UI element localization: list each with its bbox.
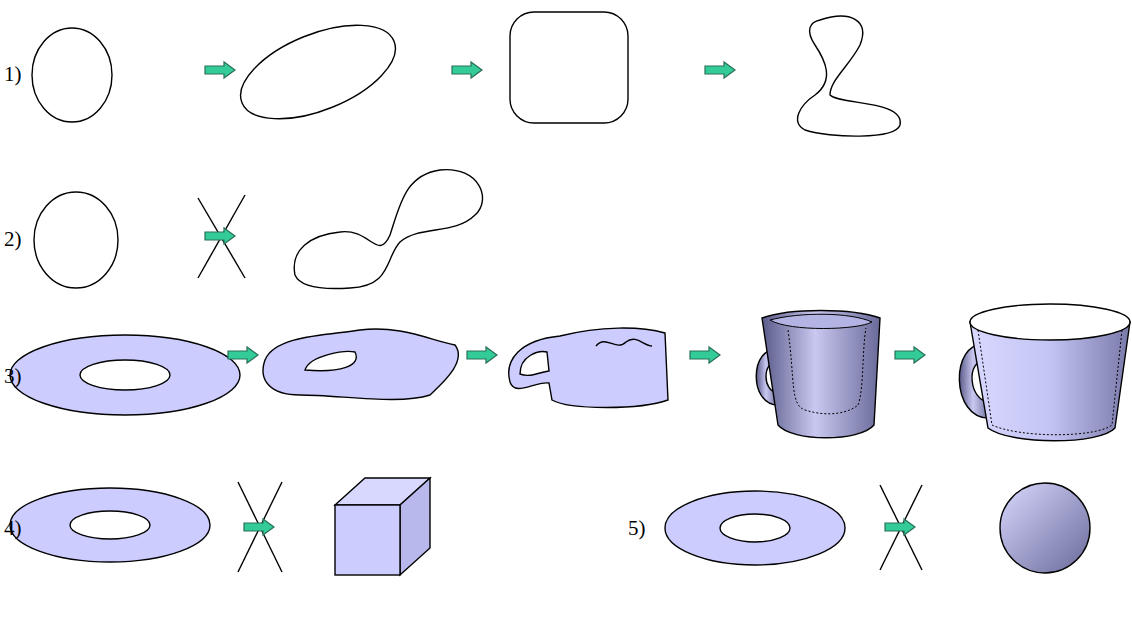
row-number: 1) — [4, 64, 22, 85]
row-number: 3) — [4, 366, 22, 387]
row-number: 4) — [4, 518, 22, 539]
row-number: 5) — [628, 518, 646, 539]
row-number: 2) — [4, 229, 22, 250]
